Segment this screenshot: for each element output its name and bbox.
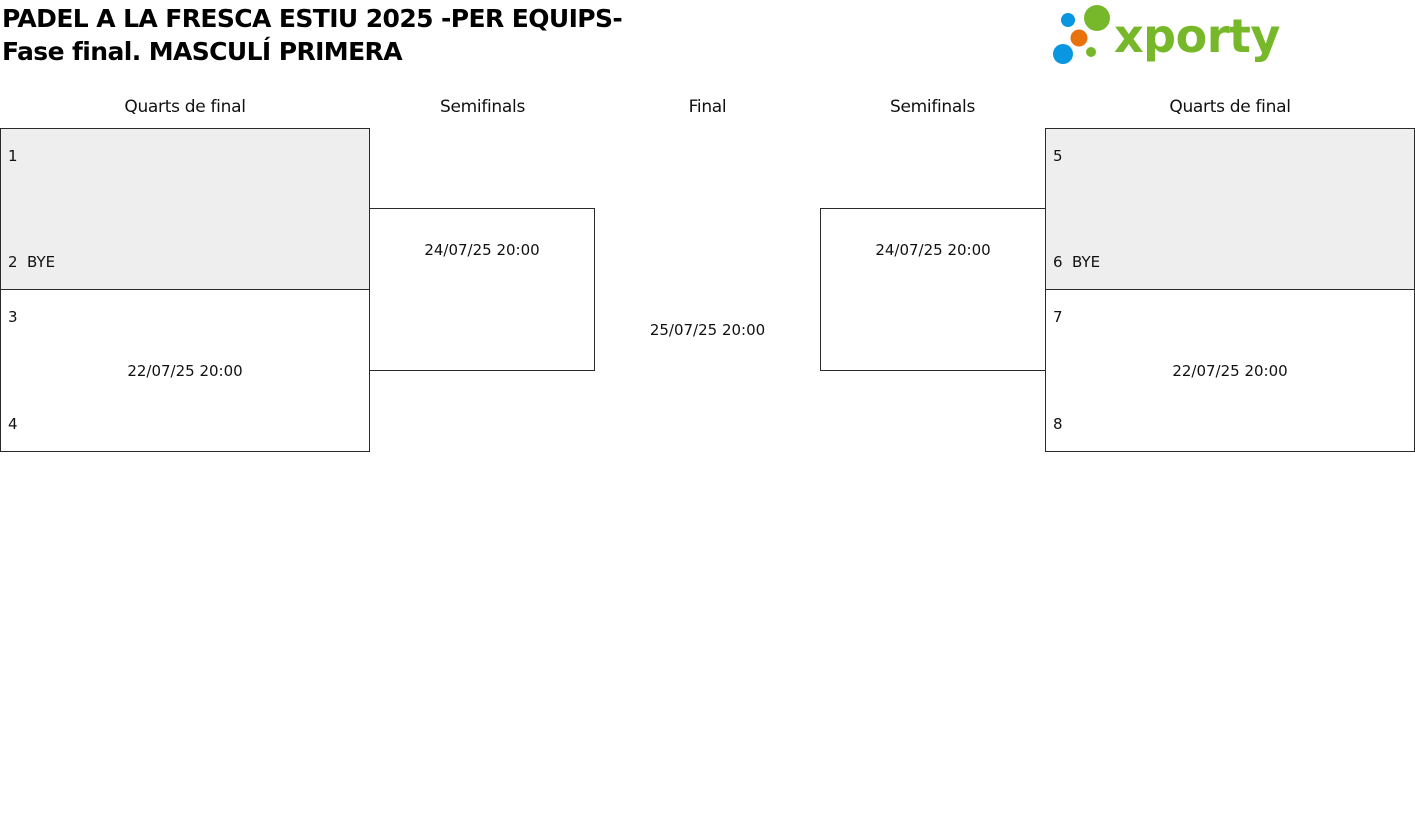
seed-number: 7 [1053, 308, 1063, 326]
slot-top: 5 [1053, 147, 1072, 165]
seed-number: 8 [1053, 415, 1063, 433]
slot-top: 1 [8, 147, 27, 165]
match-quarterfinal-3[interactable]: 5 6 BYE [1045, 128, 1415, 290]
match-semifinal-1[interactable]: 24/07/25 20:00 [369, 208, 595, 371]
match-datetime: 24/07/25 20:00 [875, 241, 991, 259]
team-name: BYE [1072, 253, 1101, 271]
xporty-logo-dots-icon [1053, 5, 1110, 64]
round-header-right-semis: Semifinals [889, 97, 975, 117]
match-datetime: 24/07/25 20:00 [424, 241, 540, 259]
slot-top: 7 [1053, 308, 1072, 326]
final-datetime[interactable]: 25/07/25 20:00 [649, 321, 766, 339]
seed-number: 1 [8, 147, 18, 165]
match-quarterfinal-1[interactable]: 1 2 BYE [0, 128, 370, 290]
team-name: BYE [27, 253, 56, 271]
round-header-left-quarters: Quarts de final [124, 97, 246, 117]
match-semifinal-2[interactable]: 24/07/25 20:00 [820, 208, 1046, 371]
xporty-logo[interactable]: xporty [1052, 4, 1280, 66]
title-line-1: PADEL A LA FRESCA ESTIU 2025 -PER EQUIPS… [2, 4, 623, 33]
page-title: PADEL A LA FRESCA ESTIU 2025 -PER EQUIPS… [2, 2, 623, 68]
seed-number: 4 [8, 415, 18, 433]
round-header-left-semis: Semifinals [439, 97, 525, 117]
round-header-right-quarters: Quarts de final [1169, 97, 1291, 117]
seed-number: 5 [1053, 147, 1063, 165]
match-quarterfinal-2[interactable]: 3 22/07/25 20:00 4 [0, 289, 370, 452]
slot-bottom: 6 BYE [1053, 253, 1100, 271]
slot-bottom: 2 BYE [8, 253, 55, 271]
seed-number: 3 [8, 308, 18, 326]
slot-bottom: 4 [8, 415, 27, 433]
match-datetime: 22/07/25 20:00 [1172, 362, 1288, 380]
match-quarterfinal-4[interactable]: 7 22/07/25 20:00 8 [1045, 289, 1415, 452]
xporty-logo-text: xporty [1114, 9, 1280, 63]
slot-bottom: 8 [1053, 415, 1072, 433]
bracket-page: PADEL A LA FRESCA ESTIU 2025 -PER EQUIPS… [0, 2, 1415, 452]
slot-top: 3 [8, 308, 27, 326]
seed-number: 2 [8, 253, 18, 271]
seed-number: 6 [1053, 253, 1063, 271]
round-header-final: Final [688, 97, 727, 117]
match-datetime: 22/07/25 20:00 [127, 362, 243, 380]
title-line-2: Fase final. MASCULÍ PRIMERA [2, 37, 403, 66]
